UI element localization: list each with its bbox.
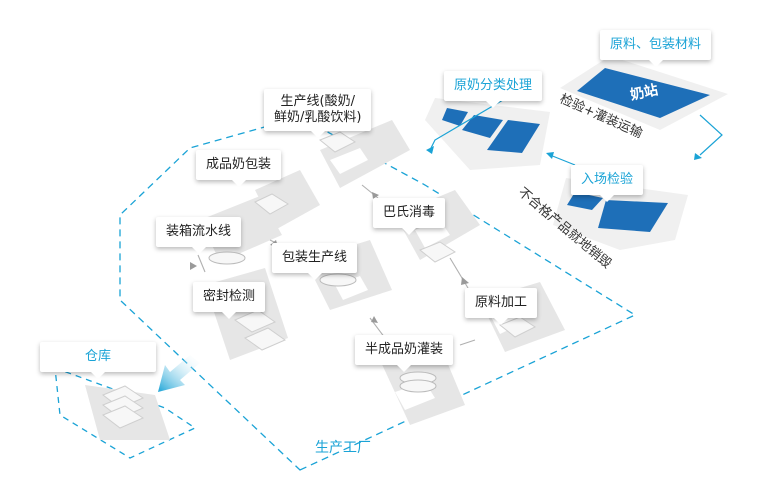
arrow-head-1 <box>426 146 434 154</box>
cylinder-tanks <box>208 251 437 393</box>
milk-station-block <box>577 68 710 118</box>
label-boxing-line: 装箱流水线 <box>156 217 242 254</box>
label-pasteurize: 巴氏消毒 <box>373 198 446 235</box>
flow-station-to-entry <box>699 114 723 156</box>
label-warehouse: 仓库 <box>40 342 156 379</box>
label-production-line: 生产线(酸奶/ 鲜奶/乳酸饮料) <box>264 89 372 138</box>
arrow-head-2 <box>694 153 702 160</box>
raw-milk-block-2 <box>462 115 503 138</box>
label-seal-check: 密封检测 <box>193 282 266 319</box>
warehouse-arrow <box>158 355 200 392</box>
label-finished-pack: 成品奶包装 <box>196 150 282 187</box>
raw-milk-block-3 <box>487 120 540 153</box>
label-production-line-2: 鲜奶/乳酸饮料) <box>274 110 362 125</box>
label-raw-milk-sort: 原奶分类处理 <box>444 71 543 108</box>
raw-milk-block-1 <box>442 108 468 126</box>
label-raw-material: 原料、包装材料 <box>600 30 712 67</box>
label-semi-fill: 半成品奶灌装 <box>355 335 454 372</box>
label-pack-line: 包装生产线 <box>272 243 358 280</box>
entry-block-1 <box>567 192 603 210</box>
flow-entry-to-sort <box>549 154 576 166</box>
label-production-line-1: 生产线(酸奶/ <box>280 94 355 109</box>
entry-block-2 <box>598 200 668 232</box>
equipment-boxes <box>102 131 536 429</box>
arrow-head-3 <box>546 152 554 159</box>
warehouse-boundary <box>54 367 197 459</box>
factory-boundary <box>119 116 637 471</box>
label-raw-process: 原料加工 <box>465 288 538 325</box>
label-factory: 生产工厂 <box>315 440 371 456</box>
label-entry-inspection: 入场检验 <box>571 165 644 202</box>
